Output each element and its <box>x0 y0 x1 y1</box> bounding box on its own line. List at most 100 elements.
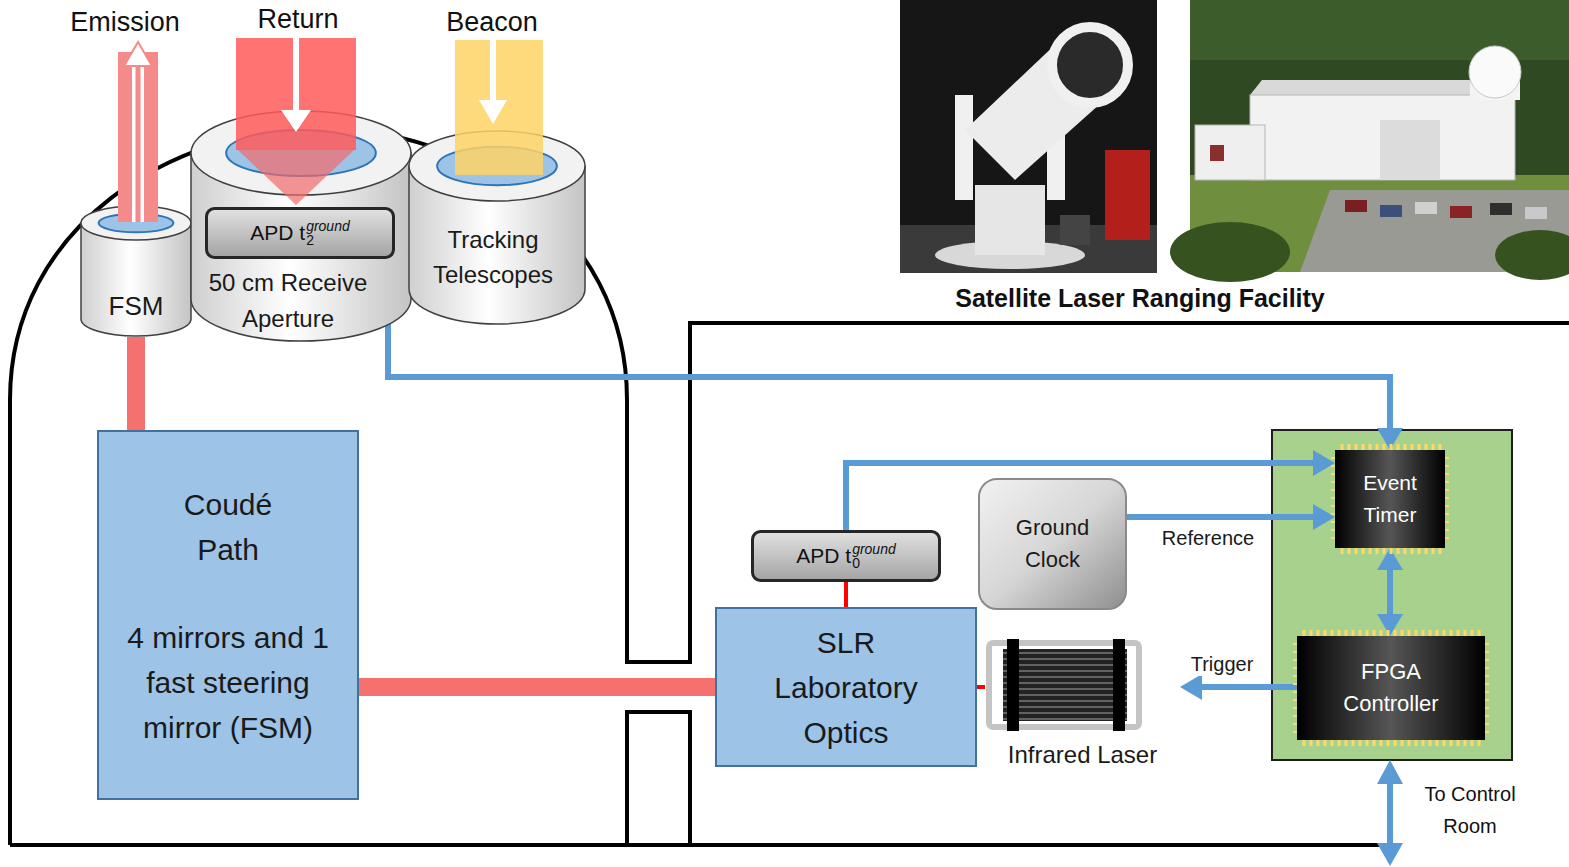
laser-fiber <box>1003 682 1127 684</box>
connector <box>977 687 985 688</box>
photo-background <box>900 0 1157 273</box>
chip-pin <box>1439 444 1442 450</box>
chip-body <box>1335 450 1445 548</box>
chip-pin <box>1394 740 1397 746</box>
telescope-pedestal <box>975 185 1045 255</box>
chip-pin <box>1380 740 1383 746</box>
beam-arrow <box>132 64 144 222</box>
connector-line <box>1127 514 1315 520</box>
chip-pin <box>1324 630 1327 636</box>
connector <box>1377 548 1403 636</box>
chip-pin <box>1369 444 1372 450</box>
chip-pin <box>1331 473 1335 475</box>
detector-name: APD t <box>250 221 305 245</box>
telescope-aperture <box>1052 27 1128 103</box>
edge-label-slot: Reference <box>1160 526 1256 550</box>
laser-fiber <box>1003 694 1127 696</box>
text-slot: FSM <box>80 291 192 321</box>
tracking-telescope: Tracking Telescopes <box>408 130 586 325</box>
laser-fiber <box>1003 712 1127 714</box>
coude-path-box: Coudé Path4 mirrors and 1 fast steering … <box>97 430 359 800</box>
node-label: FSM <box>109 291 164 321</box>
chip-pin <box>1422 630 1425 636</box>
hangar-door <box>1380 120 1440 180</box>
observatory-dome <box>1469 46 1521 98</box>
chip-pin <box>1485 683 1489 685</box>
bushes <box>1170 222 1290 282</box>
chip-pin <box>1331 529 1335 531</box>
chip-pin <box>1485 731 1489 733</box>
connector <box>359 687 715 688</box>
tree-line <box>1190 0 1569 60</box>
chip-pin <box>1408 740 1411 746</box>
cylinder-top <box>191 111 411 195</box>
chip-pin <box>1376 548 1379 554</box>
connector-line <box>844 582 848 607</box>
chair <box>1060 215 1090 245</box>
chip-pin <box>1293 723 1297 725</box>
chip-pin <box>1373 740 1376 746</box>
detector-label: APD tground2 <box>250 219 349 247</box>
chip-pin <box>1485 675 1489 677</box>
arrow-head <box>1313 450 1335 476</box>
building-outline <box>10 128 1569 845</box>
laser-fiber <box>1003 688 1127 690</box>
chip-pin <box>1485 643 1489 645</box>
node-label: SLR Laboratory Optics <box>764 620 929 755</box>
chip-pin <box>1331 513 1335 515</box>
laser-fiber <box>1003 664 1127 666</box>
annotation-label: Return <box>257 3 338 35</box>
chip-pin <box>1478 740 1481 746</box>
chip-pin <box>1422 740 1425 746</box>
telescope-fork <box>955 95 973 200</box>
chip-pin <box>1408 630 1411 636</box>
subscript: 0 <box>852 556 860 570</box>
chip-pin <box>1383 444 1386 450</box>
chip-pin <box>1341 444 1344 450</box>
apd-detector: APD tground2 <box>205 207 395 259</box>
chip-pin <box>1436 630 1439 636</box>
cylinder-top <box>81 206 191 240</box>
chip-pin <box>1359 630 1362 636</box>
arrow-head <box>1377 428 1403 450</box>
fpga-chip: FPGA Controller <box>1297 636 1485 740</box>
beam-arrow <box>136 64 141 222</box>
text-slot: 50 cm Receive Aperture <box>190 265 386 337</box>
chip-pin <box>1464 740 1467 746</box>
car <box>1380 205 1402 217</box>
node-label: Infrared Laser <box>1008 739 1157 771</box>
chip-pin <box>1450 630 1453 636</box>
connector-line <box>127 337 145 430</box>
beam-arrow <box>293 38 299 113</box>
text-slot: SLR Laboratory Optics <box>715 607 977 767</box>
circuit-board <box>1272 430 1512 760</box>
chip-pin <box>1352 630 1355 636</box>
superscript: ground <box>306 219 350 233</box>
optic-lens <box>99 214 174 233</box>
chip-pin <box>1394 630 1397 636</box>
detector-box <box>753 532 940 581</box>
chip-pin <box>1387 740 1390 746</box>
chip-pin <box>1345 630 1348 636</box>
edge-label-slot: Trigger <box>1189 652 1256 676</box>
process-box <box>716 608 976 766</box>
emission-beam <box>118 52 158 222</box>
cylinder-top <box>409 131 585 201</box>
beam-arrow <box>124 42 152 66</box>
chip-pin <box>1331 740 1334 746</box>
chip-pin <box>1331 505 1335 507</box>
optic-lens <box>437 147 557 186</box>
chip-pin <box>1485 699 1489 701</box>
optic-lens <box>226 130 376 176</box>
chip-pin <box>1445 481 1449 483</box>
ground-clock-shape <box>978 478 1127 610</box>
chip-pin <box>1397 444 1400 450</box>
chip-pin <box>1369 548 1372 554</box>
laser-fiber <box>1003 718 1127 720</box>
chip-pin <box>1418 444 1421 450</box>
subscript: 2 <box>306 233 314 247</box>
chip-pin <box>1331 537 1335 539</box>
text-slot: Infrared Laser <box>985 739 1180 771</box>
